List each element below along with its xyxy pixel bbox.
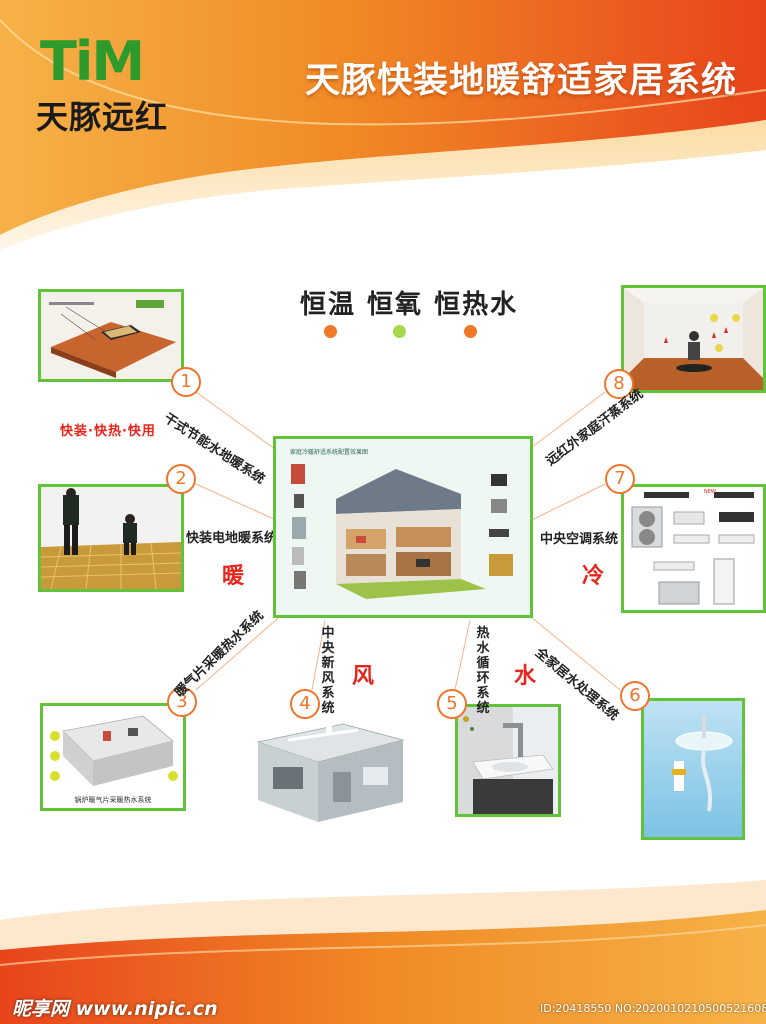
water-treatment-illustration <box>644 701 742 837</box>
radiator-floorplan-illustration <box>43 706 183 796</box>
item-label-2: 快装电地暖系统 <box>186 531 278 546</box>
photo-radiator-heating: 锅炉暖气片采暖热水系统 <box>40 703 186 811</box>
slogan-dot-1 <box>324 325 337 338</box>
photo-electric-floor-heating <box>38 484 184 592</box>
category-wind: 风 <box>352 664 375 689</box>
item-label-5: 热水循环系统 <box>476 626 490 716</box>
item-number-6: 6 <box>620 681 650 711</box>
header-background <box>0 0 766 260</box>
photo-3-caption: 锅炉暖气片采暖热水系统 <box>74 796 152 804</box>
fresh-air-building-illustration <box>256 720 405 822</box>
center-house-diagram: 家庭冷暖舒适系统配置效果图 <box>273 436 533 618</box>
floor-heating-illustration <box>41 292 181 379</box>
photo-fresh-air-system <box>248 712 408 832</box>
item-number-4: 4 <box>290 689 320 719</box>
item-number-3: 3 <box>167 687 197 717</box>
slogan-dot-3 <box>464 325 477 338</box>
svg-text:NEW: NEW <box>704 489 716 495</box>
item-label-7: 中央空调系统 <box>540 532 619 547</box>
photo-hot-water-circulation <box>455 704 561 817</box>
category-water: 水 <box>514 664 537 689</box>
photo-dry-floor-heating <box>38 289 184 382</box>
slogan-dot-2 <box>393 325 406 338</box>
item-number-7: 7 <box>605 464 635 494</box>
footer-image-id: ID:20418550 NO:20200102105005216087 <box>540 1002 766 1015</box>
house-illustration <box>291 464 513 599</box>
photo-central-ac: NEW <box>621 484 766 613</box>
central-ac-illustration: NEW <box>624 487 763 610</box>
item-label-8: 远红外家庭汗蒸系统 <box>543 386 647 470</box>
item-number-2: 2 <box>166 464 196 494</box>
item-label-3: 暖气片采暖热水系统 <box>172 608 267 701</box>
category-warm: 暖 <box>222 564 245 589</box>
footer-site-logo: 昵享网 www.nipic.cn <box>12 998 218 1020</box>
electric-floor-illustration <box>41 487 181 589</box>
category-cold: 冷 <box>582 564 605 589</box>
sink-illustration <box>458 707 558 814</box>
brand-logo-chinese: 天豚远红 <box>36 98 169 136</box>
sauna-room-illustration <box>624 288 763 390</box>
brand-logo-text: TiM <box>40 30 145 93</box>
photo-water-treatment <box>641 698 745 840</box>
item-label-4: 中央新风系统 <box>321 626 335 716</box>
photo-sauna-room <box>621 285 766 393</box>
footer-background <box>0 880 766 1024</box>
center-caption: 家庭冷暖舒适系统配置效果图 <box>290 449 369 456</box>
item-number-8: 8 <box>604 369 634 399</box>
red-slogan: 快装·快热·快用 <box>60 424 156 439</box>
item-number-5: 5 <box>437 689 467 719</box>
page-title: 天豚快装地暖舒适家居系统 <box>305 61 738 101</box>
slogan: 恒温 恒氧 恒热水 <box>300 290 519 320</box>
item-number-1: 1 <box>171 367 201 397</box>
